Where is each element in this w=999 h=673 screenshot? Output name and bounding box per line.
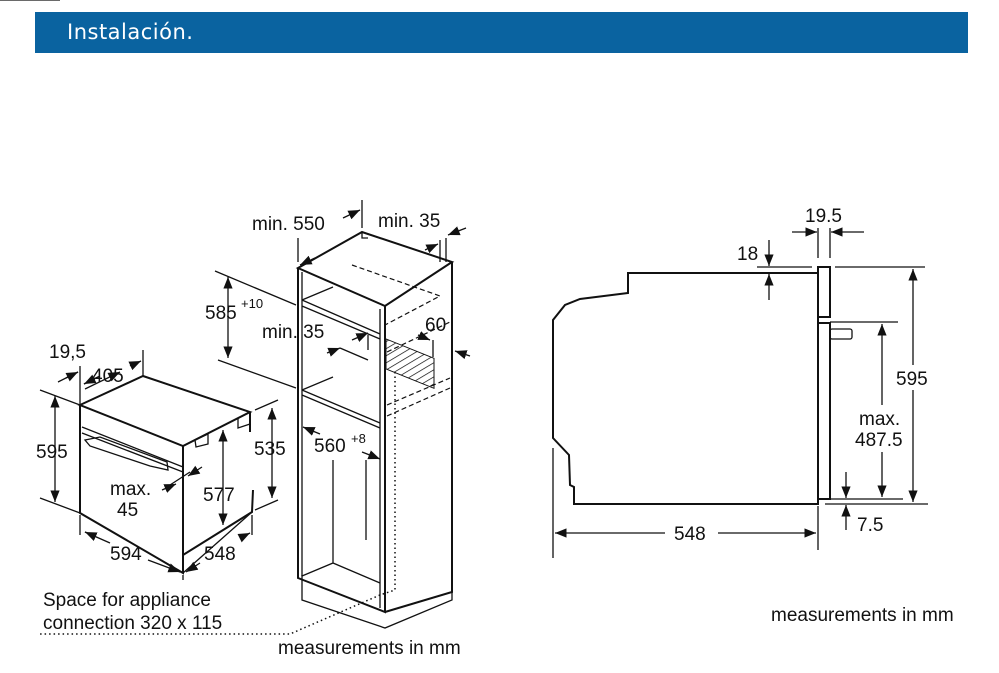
niche-height-label: 585 xyxy=(205,303,237,324)
oven-max-label: max. xyxy=(110,479,151,500)
side-max-value: 487.5 xyxy=(855,430,903,451)
vent-label: 60 xyxy=(425,315,446,336)
niche-height-tolerance: +10 xyxy=(241,296,263,311)
left-units-note: measurements in mm xyxy=(278,638,461,659)
connection-note-line1: Space for appliance xyxy=(43,590,211,611)
cabinet-drawing xyxy=(40,230,455,635)
section-header: Instalación. xyxy=(35,12,968,53)
side-max-label: max. xyxy=(859,409,900,430)
bottom-offset-label: 7.5 xyxy=(857,515,883,536)
section-title: Instalación. xyxy=(67,20,194,44)
cabinet-min-depth-label: min. 550 xyxy=(252,214,325,235)
oven-side-view xyxy=(552,266,853,505)
oven-max-value: 45 xyxy=(117,500,138,521)
niche-width-label: 560 xyxy=(314,436,346,457)
oven-height-label: 595 xyxy=(36,442,68,463)
door-thickness-label: 19.5 xyxy=(805,206,842,227)
cabinet-min-back-label: min. 35 xyxy=(378,211,440,232)
oven-front-depth-label: 19,5 xyxy=(49,342,86,363)
oven-inner-height-label: 577 xyxy=(203,485,235,506)
oven-width-label: 594 xyxy=(110,544,142,565)
oven-dimension-lines xyxy=(0,0,279,580)
side-view-dimension-lines xyxy=(552,227,928,558)
cabinet-dimension-lines xyxy=(214,200,471,540)
oven-top-depth-label: 405 xyxy=(92,366,124,387)
side-depth-label: 548 xyxy=(674,524,706,545)
side-height-label: 595 xyxy=(896,369,928,390)
oven-depth-label: 548 xyxy=(204,544,236,565)
top-offset-label: 18 xyxy=(737,244,758,265)
oven-side-height-label: 535 xyxy=(254,439,286,460)
connection-note-line2: connection 320 x 115 xyxy=(43,613,222,634)
cabinet-min-gap-label: min. 35 xyxy=(262,322,324,343)
niche-width-tolerance: +8 xyxy=(351,431,366,446)
right-units-note: measurements in mm xyxy=(771,605,954,626)
